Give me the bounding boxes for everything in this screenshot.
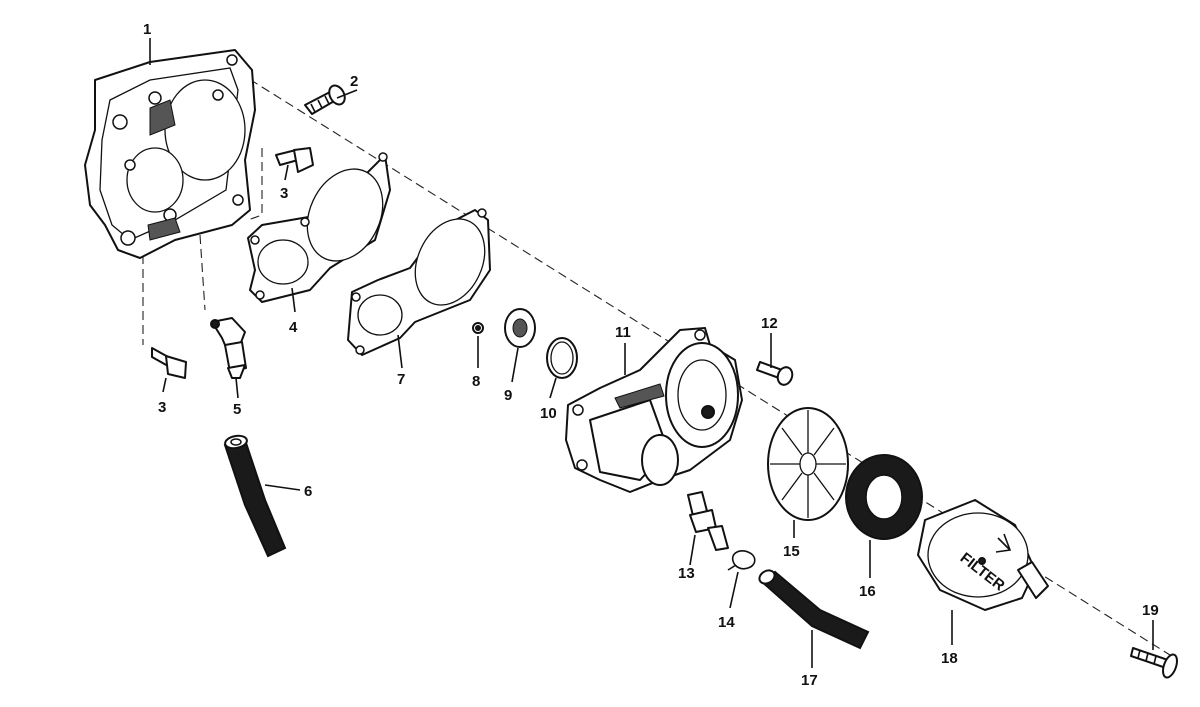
screw-guide-line-left-2	[199, 234, 206, 311]
gasket-7-part	[347, 208, 491, 356]
screw-guide-line-3	[247, 148, 263, 221]
callout-numbers: 1 2 3 3 4 5 6 7 8 9 10 11 12 13 14 15 16…	[143, 21, 1159, 689]
fitting-13-part	[687, 491, 729, 551]
hose-17-part	[758, 569, 870, 650]
o-ring-10-part	[546, 337, 578, 379]
callout-13: 13	[678, 565, 695, 582]
callout-12: 12	[761, 315, 778, 332]
screw-19-part	[1130, 647, 1178, 679]
elbow-fitting-5-part	[210, 317, 247, 379]
screw-12-part	[756, 361, 794, 386]
callout-1: 1	[143, 21, 151, 38]
gasket-4-part	[247, 152, 391, 303]
callout-10: 10	[540, 405, 557, 422]
callout-14: 14	[718, 614, 735, 631]
screw-2-part	[304, 84, 346, 115]
bolt-3-top-part	[275, 147, 314, 173]
hose-clamp-14-part	[727, 550, 756, 571]
callout-19: 19	[1142, 602, 1159, 619]
callout-6: 6	[304, 483, 312, 500]
callout-4: 4	[289, 319, 298, 336]
callout-5: 5	[233, 401, 241, 418]
check-valve-9-part	[504, 308, 536, 348]
callout-2: 2	[350, 73, 358, 90]
callout-15: 15	[783, 543, 800, 560]
callout-7: 7	[397, 371, 405, 388]
filter-gasket-16-part	[845, 454, 923, 540]
bolt-3-bottom-part	[151, 347, 187, 379]
callout-9: 9	[504, 387, 512, 404]
callout-17: 17	[801, 672, 818, 689]
small-screw-8-part	[472, 322, 484, 334]
pump-cover-part	[84, 49, 256, 259]
callout-3-bottom: 3	[158, 399, 166, 416]
pump-body-11-part	[565, 327, 743, 493]
callout-11: 11	[615, 324, 631, 341]
filter-bowl-18-part: FILTER	[917, 499, 1049, 611]
callout-16: 16	[859, 583, 876, 600]
hose-6-part	[223, 434, 287, 558]
callout-18: 18	[941, 650, 958, 667]
filter-plate-15-part	[767, 407, 849, 521]
callout-3-top: 3	[280, 185, 288, 202]
leader-lines	[149, 38, 1154, 668]
callout-8: 8	[472, 373, 480, 390]
